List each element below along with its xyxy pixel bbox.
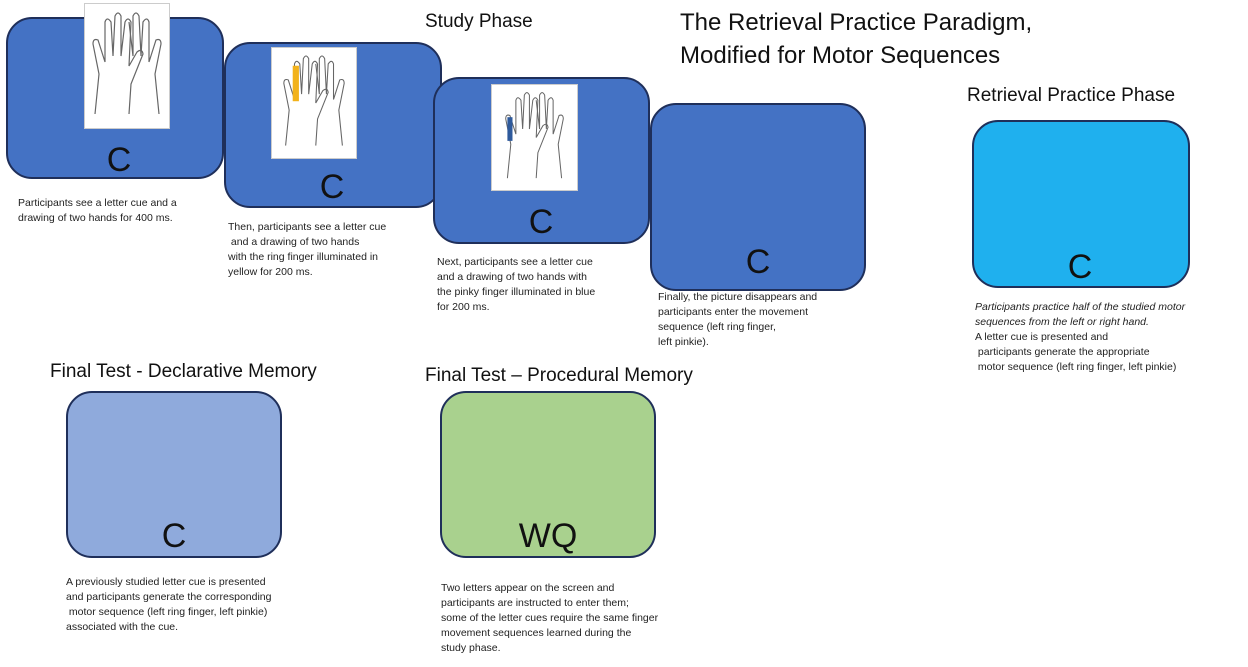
retrieval-phase-label: Retrieval Practice Phase xyxy=(967,85,1176,106)
procedural-caption: Two letters appear on the screen and par… xyxy=(441,582,659,654)
declarative-label: Final Test - Declarative Memory xyxy=(50,361,317,382)
letter-cue: C xyxy=(745,243,771,281)
declarative-screen: C xyxy=(66,391,282,558)
retrieval-caption: A letter cue is presented and participan… xyxy=(975,331,1177,373)
blue-finger-highlight xyxy=(507,117,513,141)
study-caption-4: Finally, the picture disappears and part… xyxy=(658,291,818,348)
study-screen-1: C xyxy=(6,3,224,179)
procedural-screen: WQ xyxy=(440,391,656,558)
letter-cue: C xyxy=(106,141,132,179)
hands-image-blue-pinky xyxy=(491,84,578,191)
retrieval-caption-italic: Participants practice half of the studie… xyxy=(975,301,1186,328)
study-caption-3: Next, participants see a letter cue and … xyxy=(437,256,596,313)
retrieval-screen: C xyxy=(972,120,1190,288)
letter-cue: C xyxy=(1067,248,1093,286)
study-caption-1: Participants see a letter cue and a draw… xyxy=(18,197,177,224)
study-screen-3: C xyxy=(433,77,650,244)
hands-image xyxy=(84,3,170,129)
declarative-caption: A previously studied letter cue is prese… xyxy=(66,576,272,633)
yellow-finger-highlight xyxy=(292,65,299,102)
procedural-label: Final Test – Procedural Memory xyxy=(425,365,693,386)
study-screen-2: C xyxy=(224,42,442,208)
study-screen-4: C xyxy=(650,103,866,291)
letter-cue: C xyxy=(161,517,187,555)
study-caption-2: Then, participants see a letter cue and … xyxy=(228,221,387,278)
letter-cue: WQ xyxy=(518,517,578,555)
study-phase-label: Study Phase xyxy=(425,11,533,32)
hands-image-yellow-ring-finger xyxy=(271,47,357,159)
letter-cue: C xyxy=(319,168,345,206)
main-title: The Retrieval Practice Paradigm, Modifie… xyxy=(680,9,1033,69)
letter-cue: C xyxy=(528,203,554,241)
